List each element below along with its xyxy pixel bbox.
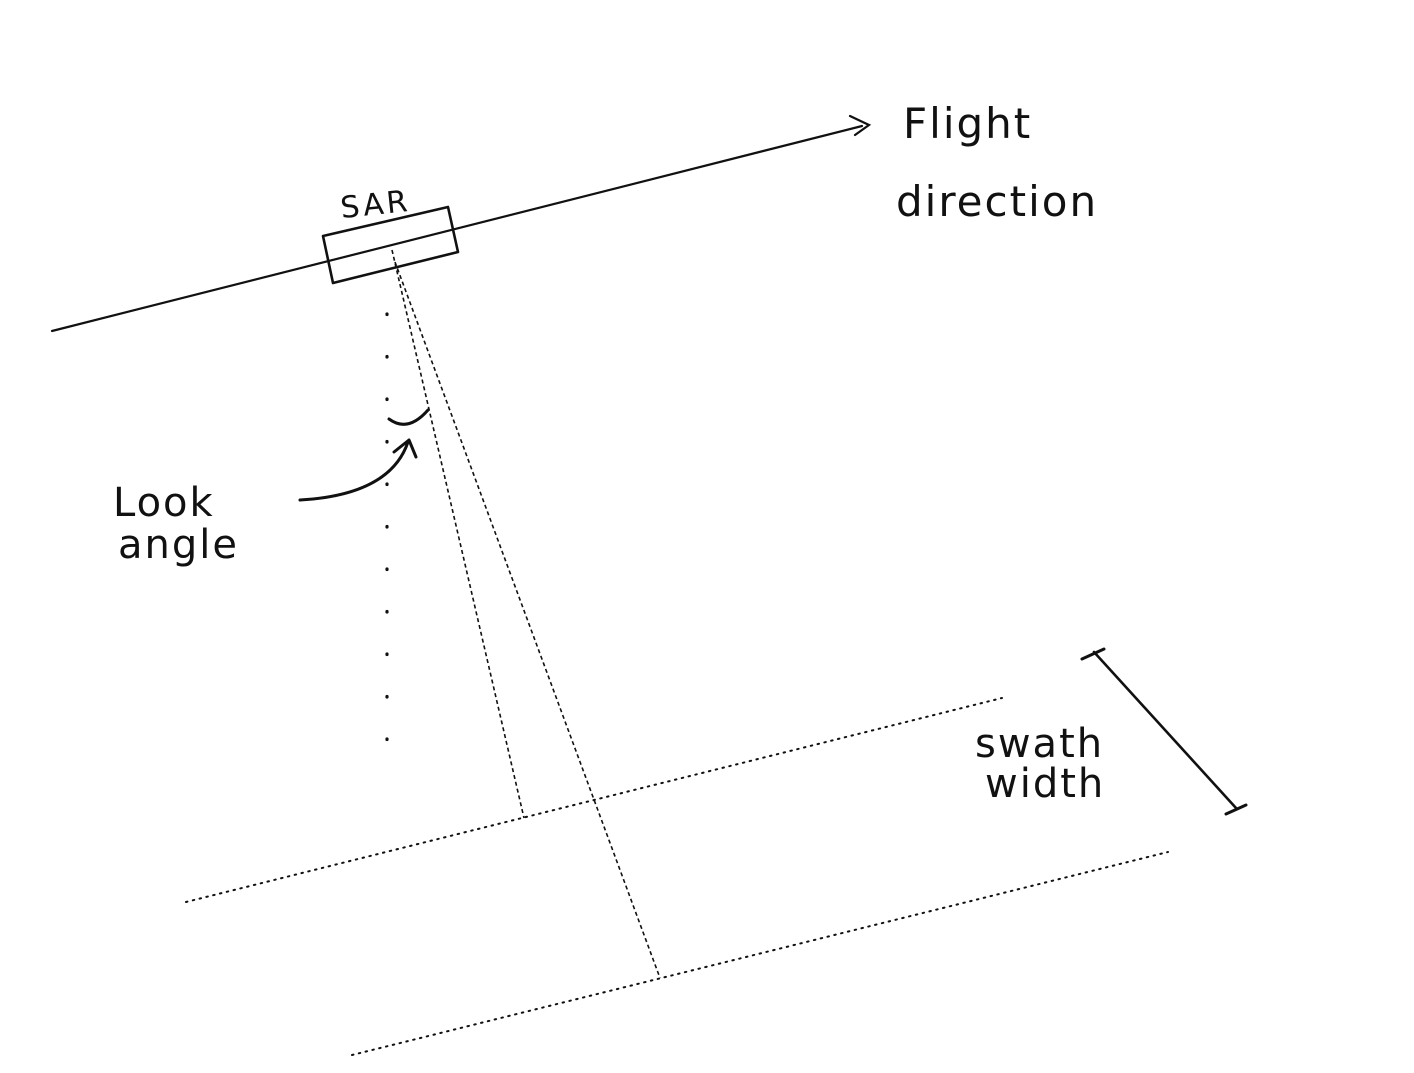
look-angle-pointer-arrow <box>298 440 410 502</box>
swath-width-dimension-line <box>1092 650 1238 810</box>
flight-path-line <box>50 124 864 333</box>
look-angle-label-line2: angle <box>118 522 239 568</box>
swath-width-cap-bottom <box>1224 803 1248 816</box>
swath-far-boundary <box>351 851 1169 1056</box>
swath-width-label-line2: width <box>985 761 1105 807</box>
beam-far-edge-line <box>394 261 661 979</box>
look-angle-label-line1: Look <box>113 480 215 526</box>
sar-sensor-box <box>321 205 460 285</box>
flight-direction-label-line2: direction <box>896 177 1098 226</box>
sar-label: SAR <box>339 184 412 226</box>
flight-direction-label-line1: Flight <box>903 99 1032 148</box>
beam-near-edge-line <box>391 249 525 819</box>
swath-near-boundary <box>185 697 1003 903</box>
look-angle-arc <box>387 408 430 426</box>
swath-width-cap-top <box>1080 647 1106 661</box>
swath-width-label-line1: swath <box>975 721 1104 767</box>
look-angle-pointer-arrowhead <box>392 438 418 459</box>
flight-direction-arrowhead <box>848 114 872 137</box>
